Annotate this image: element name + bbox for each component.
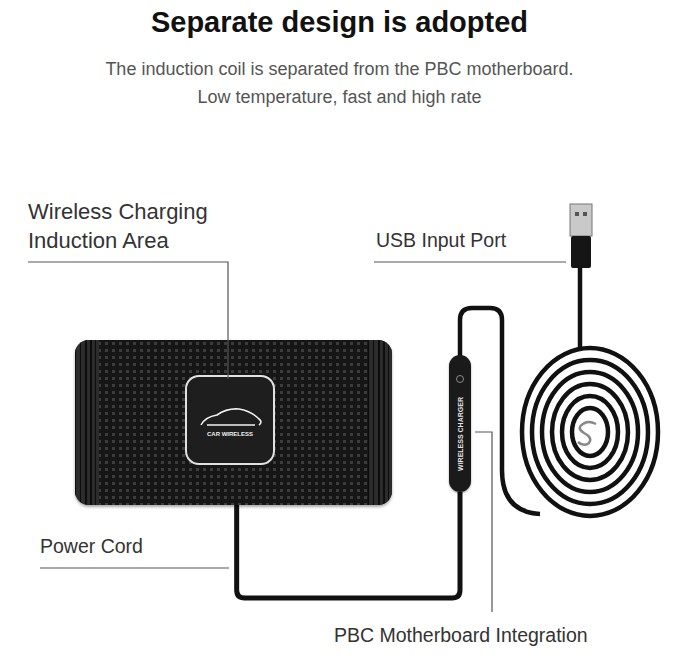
coil-center	[578, 422, 596, 445]
leader-line	[374, 261, 566, 262]
power-button	[456, 375, 464, 383]
cable-coil	[522, 348, 658, 516]
pad-end-strip	[368, 340, 392, 505]
callout-label: USB Input Port	[376, 229, 666, 252]
leader-line	[475, 432, 492, 612]
product-print: WIRELESS CHARGER	[457, 398, 464, 472]
leader-line	[40, 567, 229, 568]
car-outline	[201, 409, 261, 425]
car-icon	[185, 375, 275, 465]
charger-module: WIRELESS CHARGER	[449, 355, 471, 492]
subtitle: Low temperature, fast and high rate	[0, 87, 679, 109]
usb-plug-hole	[583, 212, 587, 216]
usb-plug-body	[571, 236, 591, 268]
usb-plug-metal	[570, 204, 592, 236]
callout-label: Wireless Charging Induction Area	[28, 198, 268, 255]
plug-cable	[578, 268, 583, 348]
callout-label: Power Cord	[40, 535, 300, 558]
subtitle: The induction coil is separated from the…	[0, 59, 679, 81]
callout-label: PBC Motherboard Integration	[334, 624, 674, 647]
charging-pad: CAR WIRELESS	[75, 340, 392, 505]
product-print: CAR WIRELESS	[187, 431, 273, 437]
induction-badge: CAR WIRELESS	[185, 375, 275, 465]
pad-end-strip	[75, 340, 99, 505]
power-cord	[237, 492, 460, 598]
usb-plug-hole	[575, 212, 579, 216]
usb-cable	[460, 308, 540, 514]
title: Separate design is adopted	[0, 6, 679, 39]
